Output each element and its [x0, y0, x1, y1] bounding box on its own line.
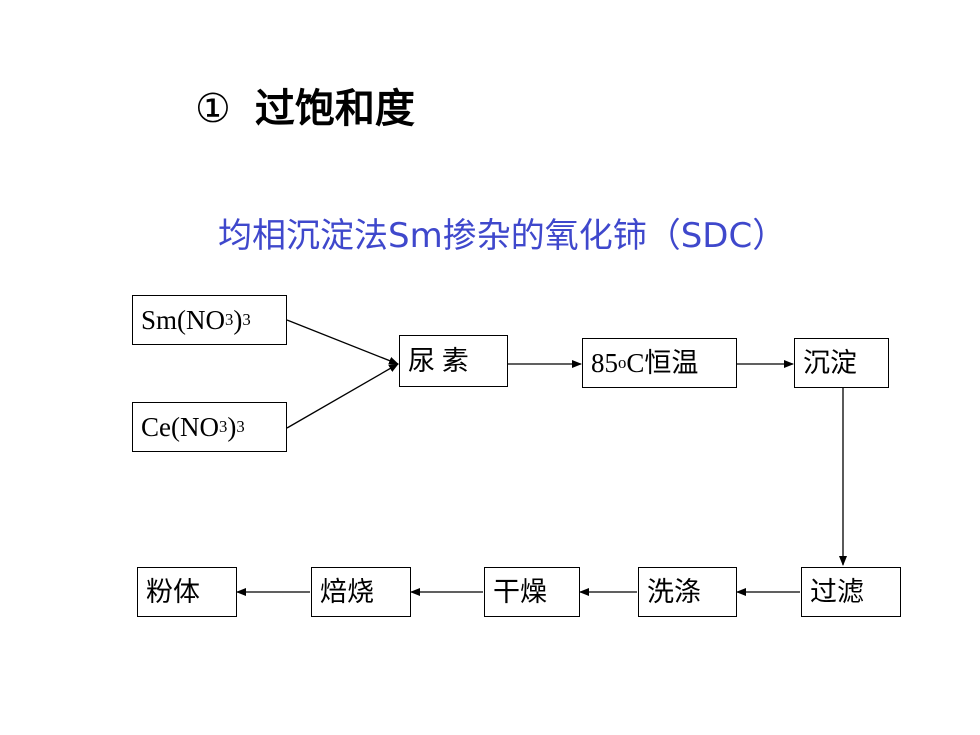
slide-subtitle: 均相沉淀法Sm掺杂的氧化铈（SDC） [218, 216, 787, 256]
box-precipitate: 沉淀 [794, 338, 889, 388]
box-powder: 粉体 [137, 567, 237, 617]
arrow-sm-to-urea [286, 319, 399, 365]
box-urea: 尿 素 [399, 335, 508, 387]
box-calcine: 焙烧 [311, 567, 411, 617]
box-filter: 过滤 [801, 567, 901, 617]
heading-text: 过饱和度 [254, 85, 415, 132]
slide-heading: ① 过饱和度 [195, 76, 415, 134]
arrow-ce-to-urea [286, 363, 399, 429]
box-dry: 干燥 [484, 567, 580, 617]
box-wash: 洗涤 [638, 567, 737, 617]
heading-number: ① [195, 86, 231, 132]
